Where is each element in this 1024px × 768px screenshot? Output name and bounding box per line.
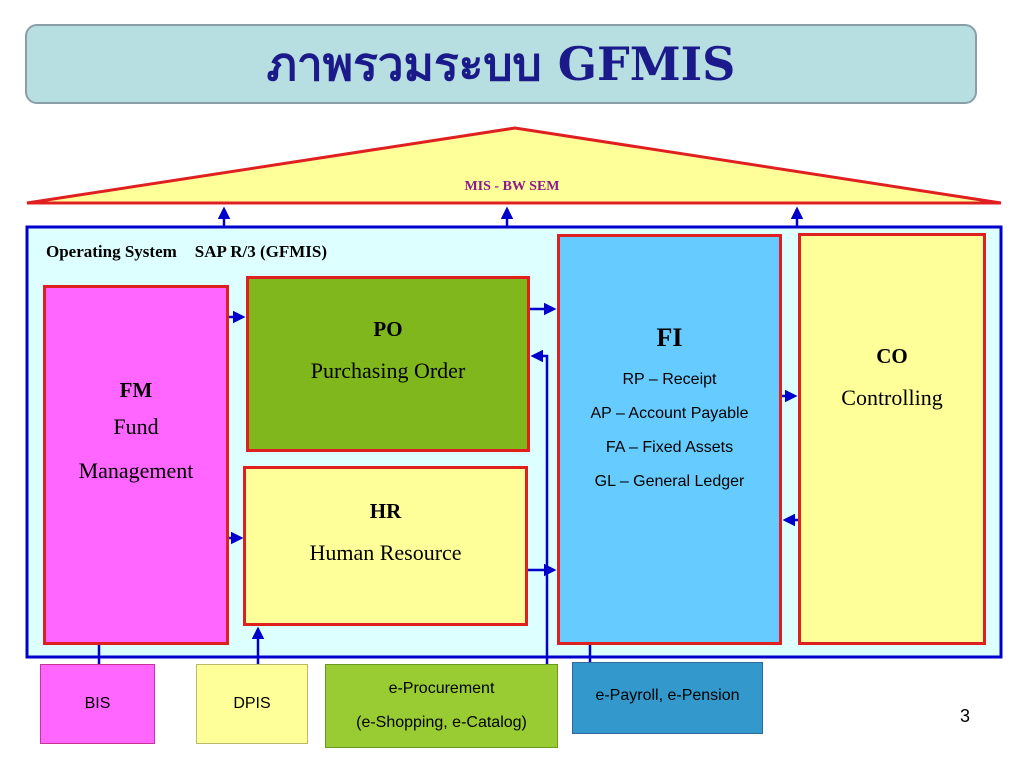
module-fm: FM Fund Management [43, 285, 229, 645]
source-bis: BIS [40, 664, 155, 744]
page-title-text: ภาพรวมระบบ GFMIS [266, 36, 736, 91]
os-label-text: Operating System [46, 242, 177, 261]
fm-name-line2: Management [78, 458, 194, 483]
fi-item: FA – Fixed Assets [605, 439, 734, 456]
page-title: ภาพรวมระบบ GFMIS [25, 24, 977, 104]
po-code: PO [373, 317, 403, 341]
eproc-label-line2: (e-Shopping, e-Catalog) [356, 714, 527, 731]
source-epayroll: e-Payroll, e-Pension [572, 662, 763, 734]
dpis-label: DPIS [233, 695, 271, 712]
po-name: Purchasing Order [310, 358, 466, 383]
fm-name-line1: Fund [113, 414, 159, 439]
fi-item: GL – General Ledger [594, 473, 745, 490]
arrow-eproc-to-po [530, 349, 549, 664]
co-code: CO [876, 344, 908, 368]
mis-roof [26, 126, 1002, 205]
page-number: 3 [959, 706, 970, 726]
bis-label: BIS [84, 695, 111, 712]
source-dpis: DPIS [196, 664, 308, 744]
fm-code: FM [119, 378, 153, 402]
module-co: CO Controlling [798, 233, 986, 645]
operating-system-label: Operating System SAP R/3 (GFMIS) [46, 242, 327, 262]
hr-name: Human Resource [309, 540, 462, 565]
co-name: Controlling [841, 385, 943, 410]
hr-code: HR [369, 499, 402, 523]
fi-item: RP – Receipt [622, 371, 717, 388]
os-system-text: SAP R/3 (GFMIS) [194, 242, 328, 261]
source-eprocurement: e-Procurement (e-Shopping, e-Catalog) [325, 664, 558, 748]
epay-label: e-Payroll, e-Pension [595, 687, 740, 704]
fi-item: AP – Account Payable [590, 405, 749, 422]
fi-code: FI [656, 323, 683, 352]
module-po: PO Purchasing Order [246, 276, 530, 452]
eproc-label-line1: e-Procurement [388, 680, 495, 697]
module-fi: FI RP – Receipt AP – Account Payable FA … [557, 234, 782, 645]
module-hr: HR Human Resource [243, 466, 528, 626]
mis-label: MIS - BW SEM [464, 179, 560, 194]
